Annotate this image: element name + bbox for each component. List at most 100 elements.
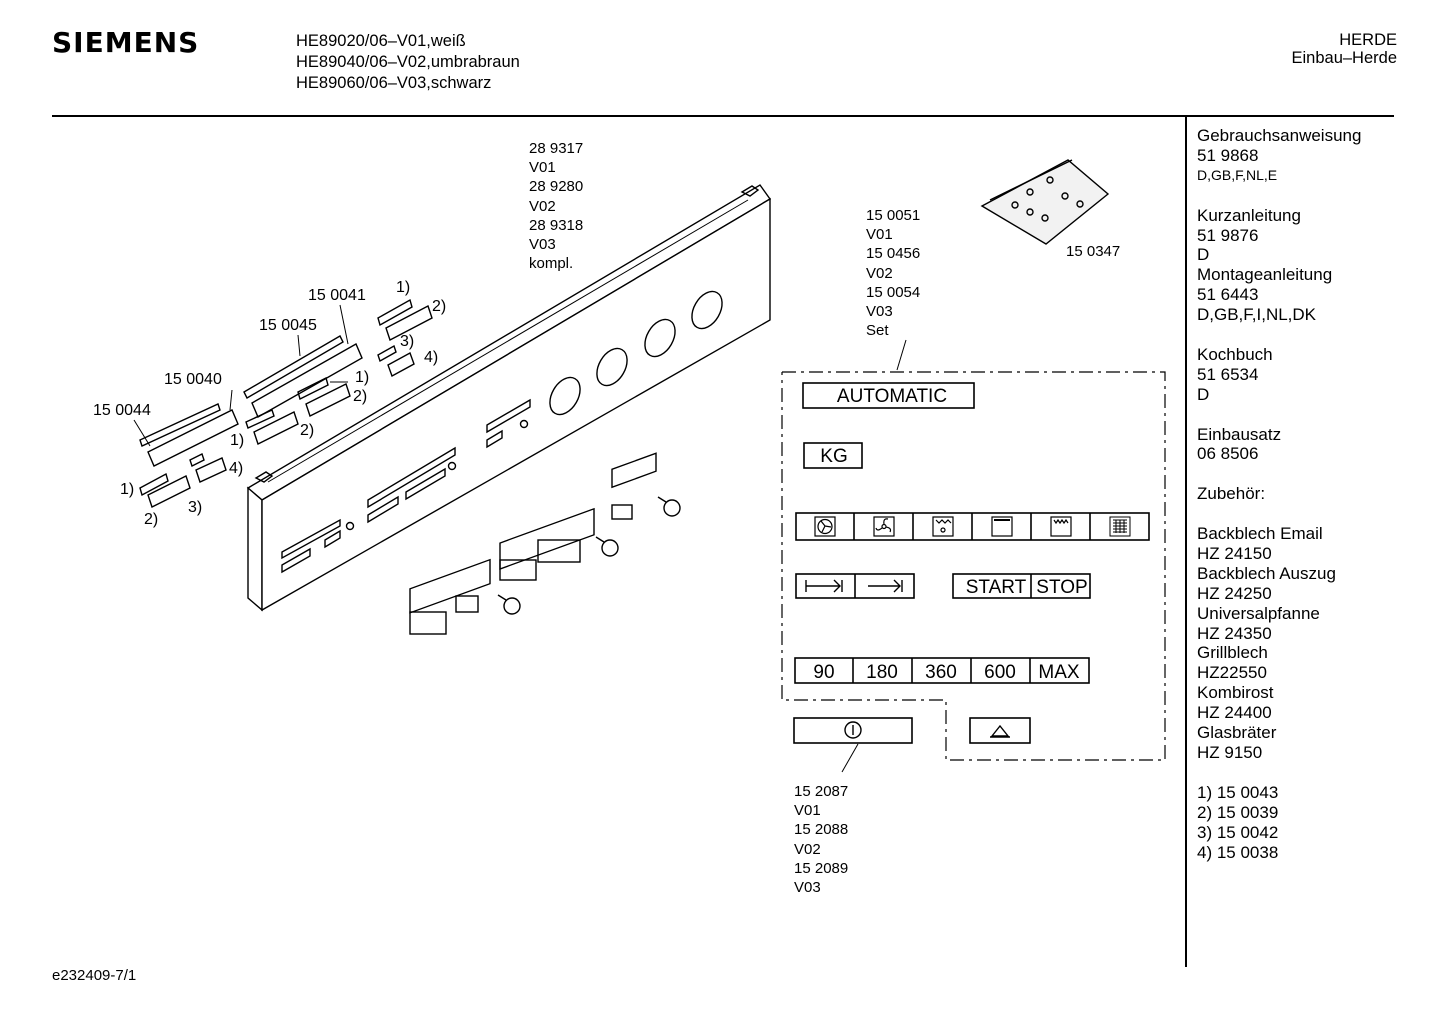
category-line: HERDE bbox=[1339, 31, 1397, 49]
set-part-numbers: 15 0051 V01 15 0456 V02 15 0054 V03 Set bbox=[866, 206, 920, 340]
note-label: 1) bbox=[396, 279, 411, 296]
top-bottom-heat-fan-icon bbox=[814, 516, 836, 537]
note-label: 1) bbox=[120, 481, 135, 498]
kg-button bbox=[803, 442, 863, 469]
accessories-title: Zubehör: bbox=[1197, 484, 1266, 504]
doc-number: 51 6443 bbox=[1197, 285, 1259, 305]
push-buttons bbox=[409, 452, 681, 635]
conventional-heat-icon bbox=[991, 516, 1013, 537]
accessory-number: HZ 24250 bbox=[1197, 583, 1272, 603]
part-note: kompl. bbox=[529, 255, 574, 273]
note-label: 2) bbox=[353, 388, 368, 405]
time-label: 360 bbox=[925, 662, 957, 683]
part-note: Set bbox=[866, 322, 889, 340]
accessory-number: HZ 24350 bbox=[1197, 623, 1272, 643]
accessory-name: Backblech Auszug bbox=[1197, 563, 1336, 583]
part-variant: V01 bbox=[794, 802, 821, 820]
power-icon bbox=[844, 721, 862, 739]
part-number: 28 9280 bbox=[529, 178, 584, 196]
kg-label: KG bbox=[820, 446, 847, 467]
category: HERDE Einbau–Herde bbox=[1292, 31, 1398, 67]
trim-strips bbox=[139, 298, 433, 508]
stop-label: STOP bbox=[1036, 577, 1087, 598]
accessory-name: Universalpfanne bbox=[1197, 603, 1320, 623]
doc-langs: D bbox=[1197, 384, 1210, 404]
doc-name: Montageanleitung bbox=[1197, 265, 1333, 285]
doc-number: 06 8506 bbox=[1197, 444, 1259, 464]
accessory-name: Kombirost bbox=[1197, 683, 1274, 703]
model-line: HE89040/06–V02,umbrabraun bbox=[296, 53, 520, 71]
automatic-button bbox=[802, 382, 975, 409]
accessory-number: HZ22550 bbox=[1197, 663, 1267, 683]
control-panel bbox=[246, 184, 772, 612]
part-number: 15 0054 bbox=[866, 283, 921, 301]
part-variant: V01 bbox=[529, 159, 556, 177]
part-label: 15 0040 bbox=[164, 371, 222, 388]
bag-part-number: 15 0347 bbox=[1066, 243, 1121, 260]
footnote: 4) 15 0038 bbox=[1197, 842, 1279, 862]
doc-langs: D,GB,F,I,NL,DK bbox=[1197, 305, 1317, 325]
part-number: 15 0456 bbox=[866, 245, 921, 263]
part-number: 28 9317 bbox=[529, 140, 584, 157]
part-number: 15 0051 bbox=[866, 207, 921, 224]
time-label: 180 bbox=[866, 662, 898, 683]
time-label: MAX bbox=[1038, 662, 1080, 683]
note-label: 2) bbox=[300, 422, 315, 439]
part-label: 15 0045 bbox=[259, 317, 317, 334]
accessory-number: HZ 9150 bbox=[1197, 743, 1263, 763]
drawing-id: e232409-7/1 bbox=[52, 967, 137, 984]
doc-name: Kurzanleitung bbox=[1197, 205, 1301, 225]
part-variant: V01 bbox=[866, 226, 893, 244]
control-buttons bbox=[793, 382, 1150, 744]
note-label: 4) bbox=[424, 349, 439, 366]
grill-fan-icon bbox=[932, 516, 954, 537]
doc-name: Einbausatz bbox=[1197, 424, 1282, 444]
part-number: 15 2089 bbox=[794, 859, 849, 877]
note-label: 2) bbox=[432, 298, 447, 315]
doc-langs: D,GB,F,NL,E bbox=[1197, 166, 1278, 183]
duration-icon bbox=[805, 579, 843, 593]
doc-number: 51 9876 bbox=[1197, 225, 1259, 245]
doc-langs: D bbox=[1197, 245, 1210, 265]
grill-icon bbox=[1050, 516, 1072, 537]
footnote: 1) 15 0043 bbox=[1197, 782, 1279, 802]
header-divider bbox=[52, 115, 1394, 117]
leader-lines bbox=[133, 304, 907, 773]
automatic-label: AUTOMATIC bbox=[837, 386, 947, 407]
fan-icon bbox=[873, 516, 895, 537]
note-label: 1) bbox=[230, 432, 245, 449]
model-list: HE89020/06–V01,weiß HE89040/06–V02,umbra… bbox=[296, 31, 520, 94]
accessory-number: HZ 24400 bbox=[1197, 703, 1272, 723]
note-label: 2) bbox=[144, 511, 159, 528]
part-number: 15 2087 bbox=[794, 783, 849, 800]
bell-icon bbox=[990, 724, 1010, 738]
start-label: START bbox=[966, 577, 1027, 598]
time-label: 90 bbox=[813, 662, 834, 683]
part-variant: V02 bbox=[529, 197, 556, 215]
large-grill-icon bbox=[1109, 516, 1131, 537]
document-list: Gebrauchsanweisung 51 9868 D,GB,F,NL,E K… bbox=[1197, 126, 1361, 862]
accessory-number: HZ 24150 bbox=[1197, 543, 1272, 563]
part-variant: V03 bbox=[794, 879, 821, 897]
brand-logo: SIEMENS bbox=[52, 26, 200, 59]
footnote: 2) 15 0039 bbox=[1197, 802, 1279, 822]
part-label: 15 0041 bbox=[308, 287, 366, 304]
note-label: 4) bbox=[229, 460, 244, 477]
part-variant: V03 bbox=[866, 303, 893, 321]
note-label: 3) bbox=[400, 333, 415, 350]
sidebar-divider bbox=[1185, 117, 1187, 967]
footnote: 3) 15 0042 bbox=[1197, 822, 1279, 842]
category-line: Einbau–Herde bbox=[1291, 49, 1398, 67]
doc-name: Gebrauchsanweisung bbox=[1197, 126, 1362, 145]
end-time-icon bbox=[868, 579, 903, 593]
model-line: HE89060/06–V03,schwarz bbox=[296, 74, 492, 92]
note-label: 3) bbox=[188, 499, 203, 516]
part-variant: V02 bbox=[794, 840, 821, 858]
part-label: 15 0044 bbox=[93, 402, 151, 419]
accessory-name: Backblech Email bbox=[1197, 524, 1323, 544]
model-line: HE89020/06–V01,weiß bbox=[296, 32, 466, 50]
power-part-numbers: 15 2087 V01 15 2088 V02 15 2089 V03 bbox=[794, 782, 848, 897]
time-label: 600 bbox=[984, 662, 1016, 683]
accessory-name: Grillblech bbox=[1197, 643, 1268, 663]
